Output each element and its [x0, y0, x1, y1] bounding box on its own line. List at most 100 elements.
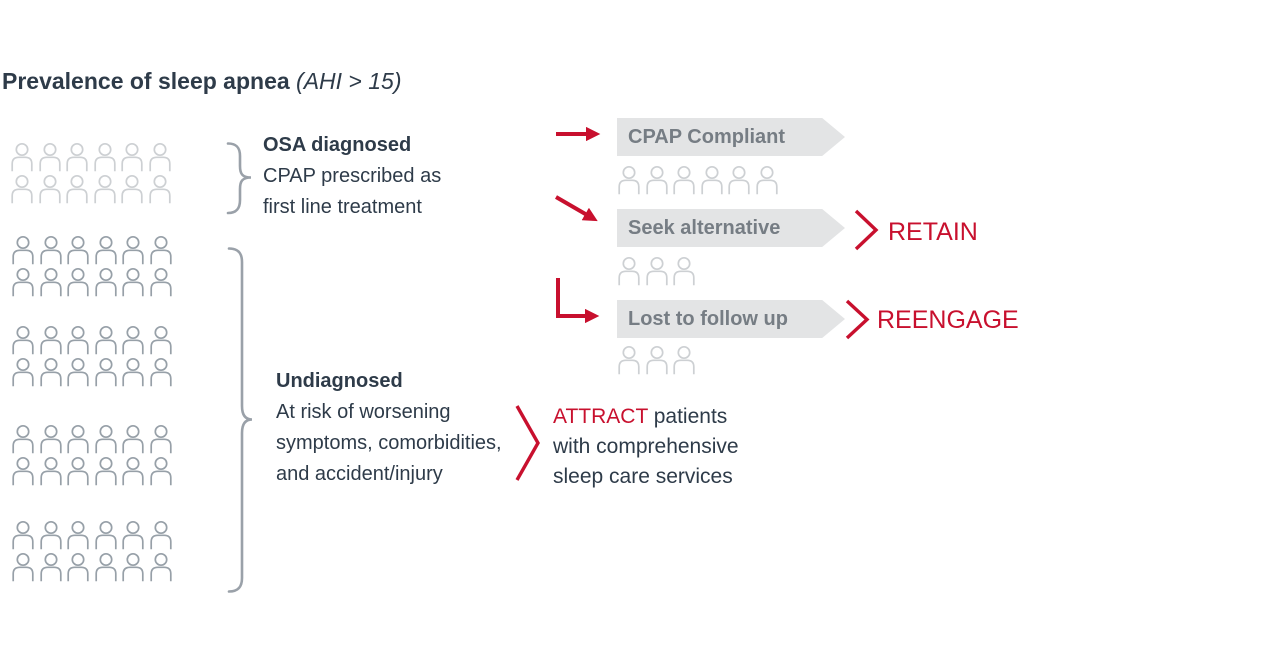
- person-icon: [122, 520, 144, 550]
- person-icon: [39, 456, 62, 486]
- person-icon: [149, 520, 172, 550]
- person-icon: [94, 424, 117, 454]
- person-icon: [12, 235, 34, 265]
- undiagnosed-line2: At risk of worsening: [276, 401, 451, 423]
- person-icon: [38, 142, 61, 172]
- person-icon: [122, 357, 144, 387]
- person-icon: [11, 174, 33, 204]
- people-group-undiagnosed-2: [11, 325, 173, 389]
- person-icon: [12, 520, 34, 550]
- person-icon: [148, 174, 171, 204]
- arrow-to-lost-to-follow-up: [556, 278, 600, 324]
- reengage-action-label: REENGAGE: [877, 306, 1019, 334]
- person-icon: [67, 456, 89, 486]
- people-row: [617, 256, 696, 288]
- person-icon: [39, 424, 62, 454]
- people-row-cpap-compliant: [617, 165, 779, 197]
- person-icon: [122, 424, 144, 454]
- person-icon: [67, 520, 89, 550]
- people-group-undiagnosed-1: [11, 235, 173, 299]
- page-title-main: Prevalence of sleep apnea: [2, 68, 290, 94]
- person-icon: [122, 552, 144, 582]
- people-row: [11, 357, 173, 389]
- brace-diagnosed: [226, 142, 252, 215]
- undiagnosed-label-block: Undiagnosed At risk of worsening symptom…: [276, 366, 502, 490]
- people-row: [10, 174, 172, 206]
- person-icon: [149, 267, 172, 297]
- undiagnosed-line3: symptoms, comorbidities,: [276, 432, 502, 454]
- chevron-attract: [515, 405, 540, 481]
- banner-seek-alternative: Seek alternative: [617, 209, 845, 247]
- person-icon: [66, 174, 88, 204]
- person-icon: [39, 267, 62, 297]
- person-icon: [149, 235, 172, 265]
- person-icon: [94, 235, 117, 265]
- people-row-seek-alternative: [617, 256, 696, 288]
- diagnosed-heading: OSA diagnosed: [263, 134, 412, 156]
- page-title: Prevalence of sleep apnea (AHI > 15): [2, 68, 402, 94]
- attract-line2: with comprehensive: [553, 435, 739, 458]
- attract-text-block: ATTRACT patients with comprehensive slee…: [553, 402, 739, 492]
- person-icon: [700, 165, 723, 195]
- banner-seek-alternative-label: Seek alternative: [628, 217, 781, 239]
- undiagnosed-line4: and accident/injury: [276, 463, 443, 485]
- person-icon: [94, 520, 117, 550]
- people-row: [10, 142, 172, 174]
- person-icon: [66, 142, 88, 172]
- person-icon: [148, 142, 171, 172]
- person-icon: [149, 456, 172, 486]
- diagnosed-label-block: OSA diagnosed CPAP prescribed as first l…: [263, 130, 441, 223]
- person-icon: [673, 345, 695, 375]
- person-icon: [67, 424, 89, 454]
- banner-lost-to-follow-up-label: Lost to follow up: [628, 308, 788, 330]
- person-icon: [122, 267, 144, 297]
- people-row: [11, 267, 173, 299]
- person-icon: [94, 267, 117, 297]
- person-icon: [12, 357, 34, 387]
- person-icon: [39, 520, 62, 550]
- people-row: [11, 424, 173, 456]
- diagnosed-line2: CPAP prescribed as: [263, 165, 442, 187]
- person-icon: [11, 142, 33, 172]
- person-icon: [67, 325, 89, 355]
- people-row: [11, 552, 173, 584]
- person-icon: [39, 325, 62, 355]
- undiagnosed-heading: Undiagnosed: [276, 370, 403, 392]
- person-icon: [67, 357, 89, 387]
- person-icon: [39, 552, 62, 582]
- person-icon: [67, 267, 89, 297]
- person-icon: [39, 235, 62, 265]
- people-row-lost-to-follow-up: [617, 345, 696, 377]
- person-icon: [12, 325, 34, 355]
- attract-line3: sleep care services: [553, 465, 733, 488]
- person-icon: [618, 165, 640, 195]
- people-row: [11, 235, 173, 267]
- person-icon: [121, 174, 143, 204]
- arrow-to-seek-alternative: [554, 195, 598, 222]
- retain-action-label: RETAIN: [888, 218, 978, 246]
- person-icon: [93, 174, 116, 204]
- person-icon: [94, 325, 117, 355]
- page-title-qualifier: (AHI > 15): [289, 68, 402, 94]
- person-icon: [149, 325, 172, 355]
- banner-lost-to-follow-up: Lost to follow up: [617, 300, 845, 338]
- people-row: [11, 456, 173, 488]
- people-row: [617, 345, 696, 377]
- person-icon: [38, 174, 61, 204]
- person-icon: [121, 142, 143, 172]
- people-row: [11, 325, 173, 357]
- person-icon: [12, 552, 34, 582]
- brace-undiagnosed: [227, 247, 253, 593]
- banner-cpap-compliant-label: CPAP Compliant: [628, 126, 786, 148]
- person-icon: [94, 357, 117, 387]
- people-group-undiagnosed-4: [11, 520, 173, 584]
- person-icon: [122, 456, 144, 486]
- person-icon: [728, 165, 750, 195]
- diagnosed-line3: first line treatment: [263, 196, 422, 218]
- person-icon: [39, 357, 62, 387]
- attract-line1-rest: patients: [647, 405, 728, 428]
- people-group-diagnosed: [10, 142, 172, 206]
- chevron-retain: [854, 209, 879, 251]
- person-icon: [93, 142, 116, 172]
